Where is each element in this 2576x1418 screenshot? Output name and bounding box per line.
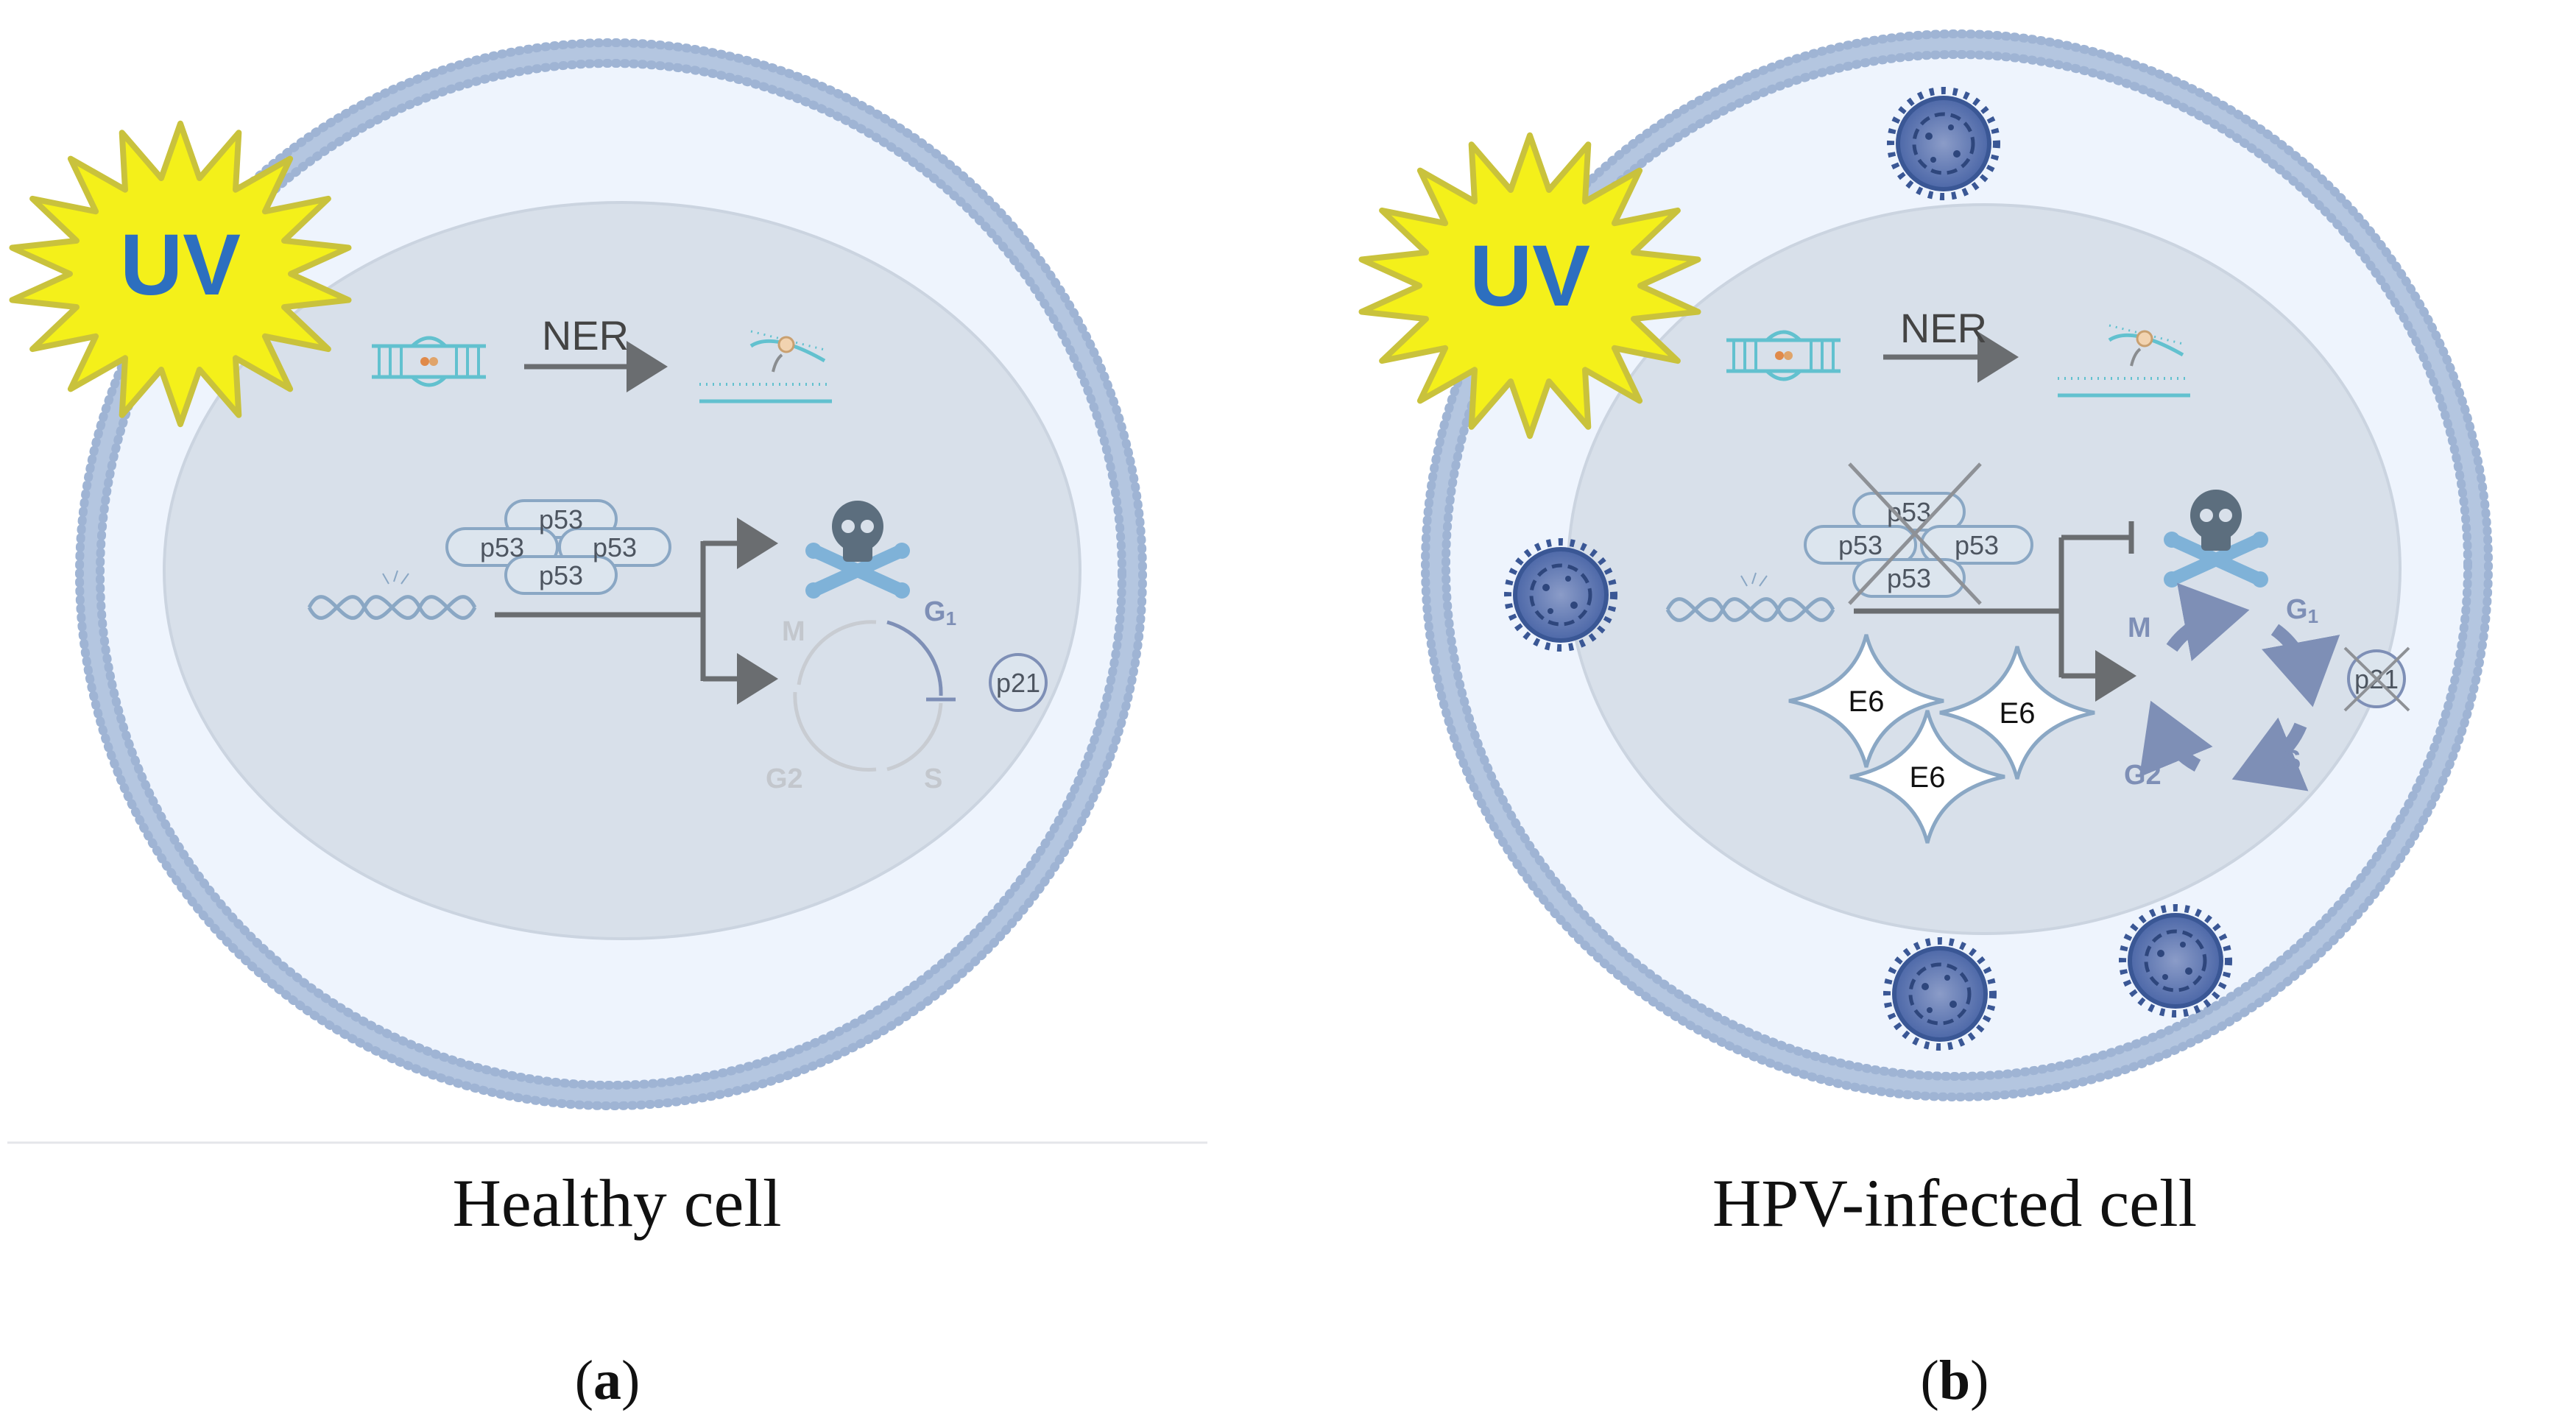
p21-cross-mark <box>2343 646 2410 712</box>
e6-protein: E6 <box>1849 710 2005 844</box>
caption-a: Healthy cell <box>452 1165 781 1241</box>
panel-label-b: (b) <box>1921 1350 1989 1411</box>
skull-crossbones-icon <box>2164 490 2268 588</box>
p53-label: p53 <box>1887 563 1931 593</box>
uv-burst-icon: UV <box>9 120 352 428</box>
p53-tetramer: p53 p53 p53 p53 <box>1804 462 2033 605</box>
p21-badge: p21 <box>989 653 1048 712</box>
membrane-dots-inner-b <box>1441 50 2472 1081</box>
panel-b: UV NER <box>1358 29 2493 1411</box>
cell-cycle-arrested: M G1 S G2 <box>766 596 956 794</box>
ner-row: NER <box>372 312 832 403</box>
phase-m-label: M <box>782 616 805 647</box>
dna-helix-icon <box>1665 572 1835 622</box>
p21-label: p21 <box>996 668 1040 698</box>
phase-s-label: S <box>924 763 942 794</box>
caption-b: HPV-infected cell <box>1712 1165 2197 1241</box>
pathway-arrows <box>1854 521 2136 702</box>
p53-label: p53 <box>1838 530 1882 560</box>
phase-g1-label: G1 <box>2286 594 2318 627</box>
uv-label: UV <box>1469 227 1590 325</box>
e6-label: E6 <box>2000 697 2036 730</box>
dna-lesion-icon <box>372 336 486 387</box>
ner-label: NER <box>1900 305 1987 351</box>
panel-a: UV NER <box>7 38 1207 1411</box>
phase-m-label: M <box>2128 613 2151 643</box>
panel-label-a: (a) <box>575 1350 641 1411</box>
nucleus-a <box>163 201 1081 940</box>
phase-g2-label: G2 <box>766 763 803 794</box>
p53-label: p53 <box>1955 530 1999 560</box>
uv-burst-icon: UV <box>1358 132 1701 440</box>
skull-crossbones-icon <box>805 501 910 599</box>
phase-g1-label: G1 <box>924 596 956 629</box>
e6-label: E6 <box>1910 761 1946 794</box>
p53-label: p53 <box>480 532 524 562</box>
p21-badge: p21 <box>2343 646 2410 712</box>
ner-label: NER <box>542 312 629 359</box>
p53-label: p53 <box>539 560 583 590</box>
e6-protein: E6 <box>1788 634 1944 768</box>
p53-label: p53 <box>593 532 637 562</box>
phase-s-label: S <box>2282 745 2301 776</box>
p53-cross-mark <box>1848 462 1982 605</box>
pathway-arrows <box>495 518 778 705</box>
cell-cycle-active <box>2139 582 2340 791</box>
membrane-dots-outer-a <box>75 38 1147 1110</box>
p53-label: p53 <box>539 504 583 535</box>
e6-label: E6 <box>1849 685 1885 718</box>
dna-repaired-icon <box>2058 324 2190 398</box>
p53-tetramer: p53 p53 p53 p53 <box>445 499 671 595</box>
dna-helix-icon <box>307 570 477 620</box>
membrane-dots-inner-a <box>96 59 1126 1090</box>
uv-label: UV <box>120 216 241 314</box>
phase-g2-label: G2 <box>2124 760 2162 791</box>
dna-lesion-icon <box>1726 330 1841 381</box>
e6-protein: E6 <box>1939 646 2095 780</box>
ner-row: NER <box>1726 305 2190 398</box>
dna-repaired-icon <box>699 330 832 403</box>
membrane-dots-outer-b <box>1421 29 2493 1101</box>
